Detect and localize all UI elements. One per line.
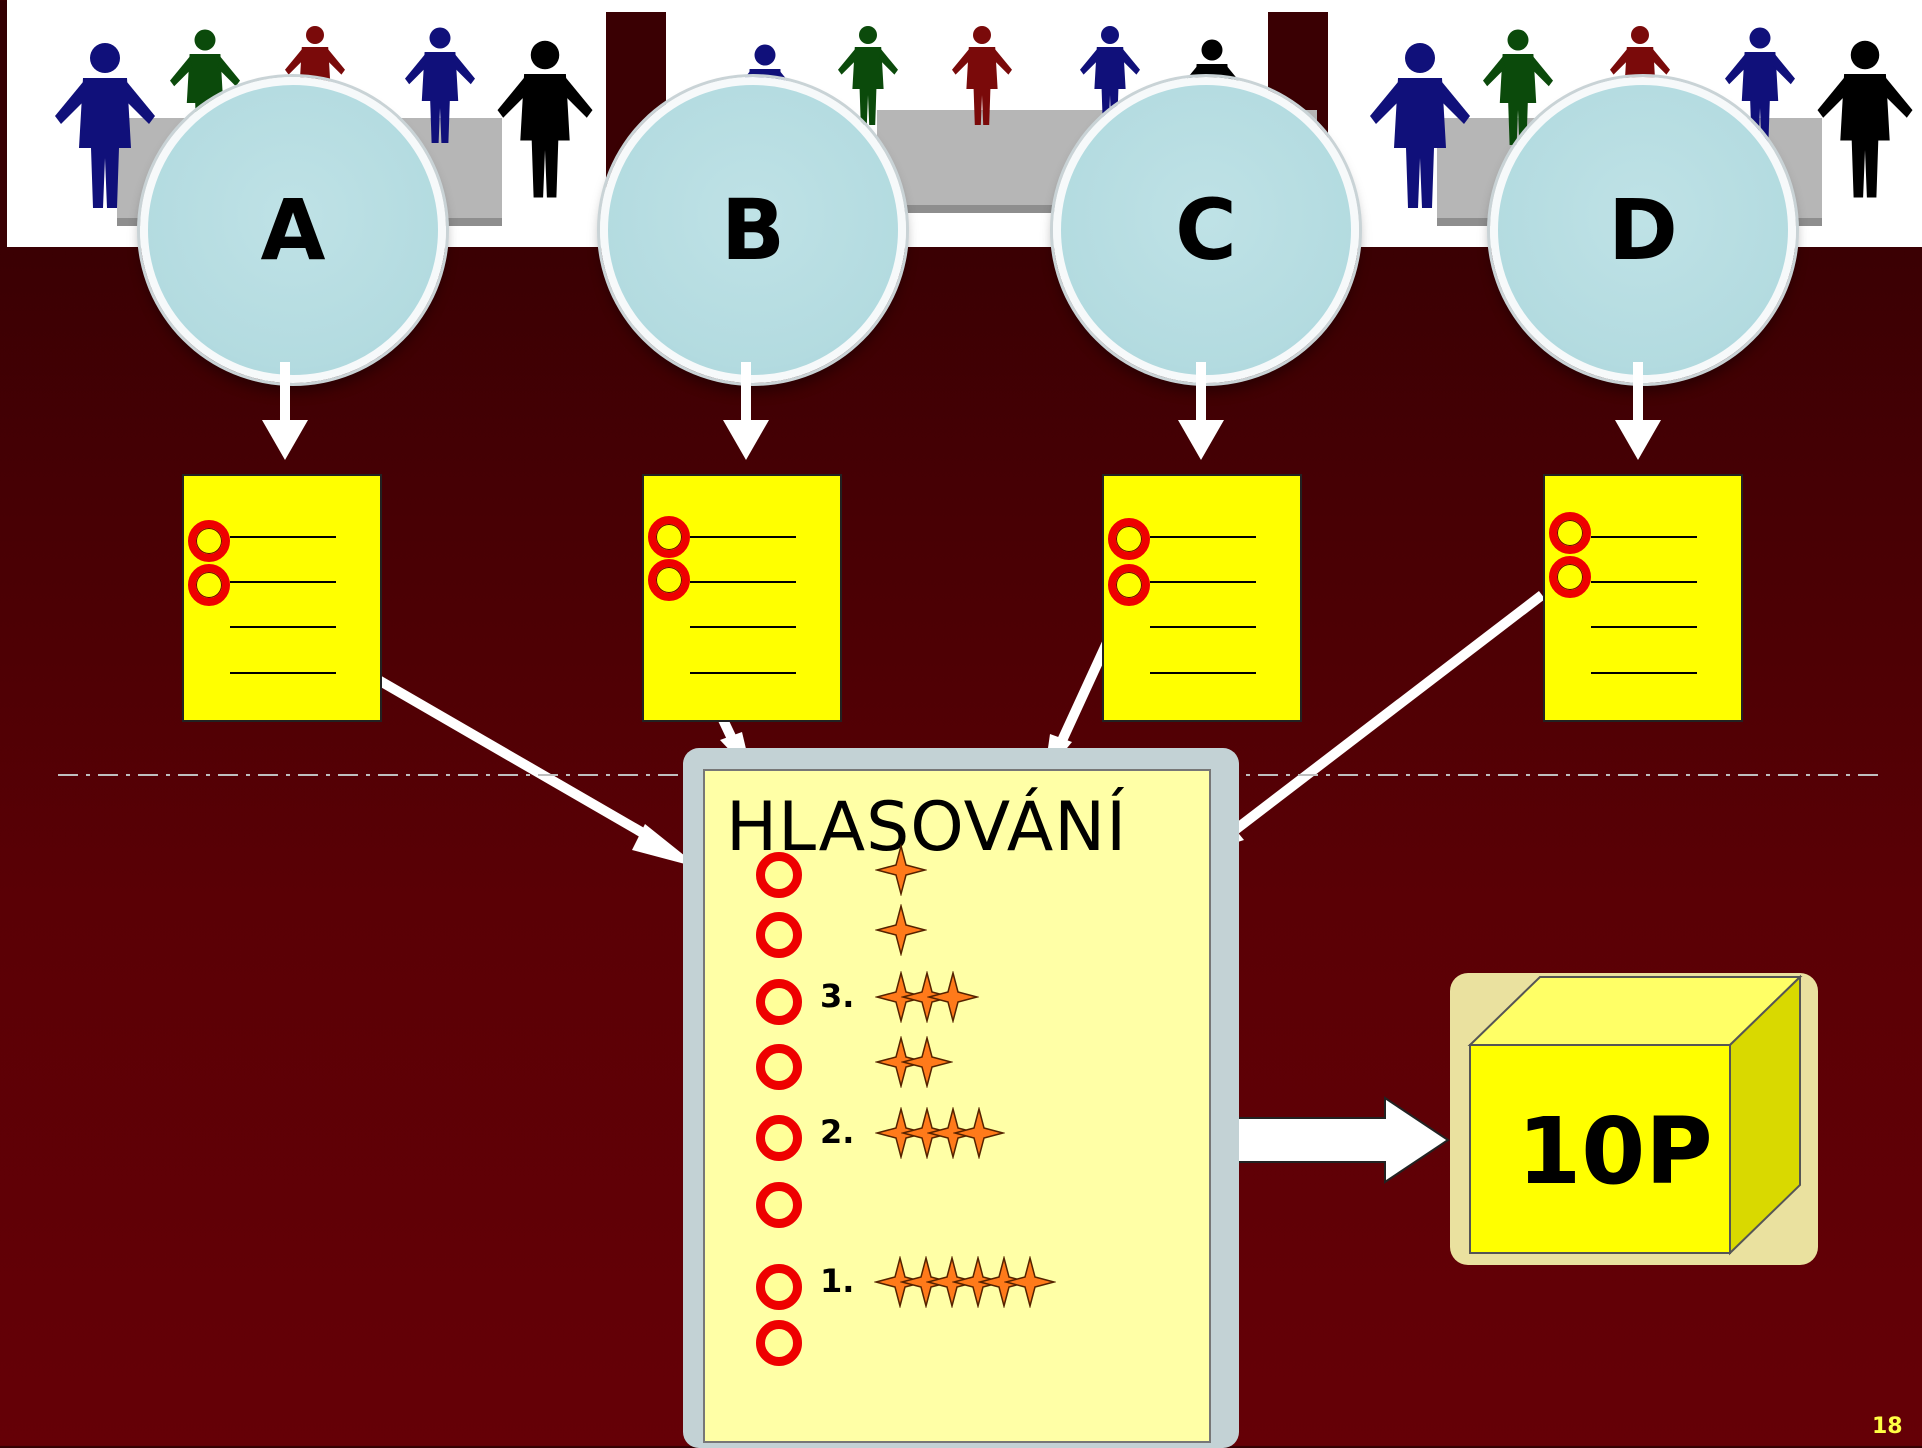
participant-circle-a: A [140, 77, 446, 383]
proposal-sheet-a [182, 474, 382, 722]
four-point-star-icon [901, 1036, 953, 1088]
bullet-ring-icon [756, 1182, 802, 1228]
rank-label: 2. [820, 1113, 855, 1151]
bullet-ring-icon [756, 1264, 802, 1310]
participant-label: B [720, 181, 786, 279]
bullet-ring-icon [756, 852, 802, 898]
participant-label: C [1175, 181, 1237, 279]
four-point-star-icon [875, 844, 927, 896]
ballot-title: HLASOVÁNÍ [726, 788, 1128, 867]
participant-label: A [260, 181, 326, 279]
participant-label: D [1608, 181, 1678, 279]
bullet-ring-icon [756, 1320, 802, 1366]
bullet-ring-icon [648, 559, 690, 601]
slide-number: 18 [1872, 1414, 1903, 1439]
proposal-sheet-b [642, 474, 842, 722]
four-point-star-icon [1004, 1256, 1056, 1308]
participant-circle-b: B [600, 77, 906, 383]
proposal-sheet-c [1102, 474, 1302, 722]
bullet-ring-icon [1549, 512, 1591, 554]
rank-label: 3. [820, 977, 855, 1015]
proposal-sheet-d [1543, 474, 1743, 722]
bullet-ring-icon [188, 520, 230, 562]
four-point-star-icon [953, 1107, 1005, 1159]
bullet-ring-icon [188, 564, 230, 606]
four-point-star-icon [927, 971, 979, 1023]
rank-label: 1. [820, 1262, 855, 1300]
bullet-ring-icon [756, 912, 802, 958]
bullet-ring-icon [1108, 564, 1150, 606]
bullet-ring-icon [648, 516, 690, 558]
3d-box-icon [1450, 973, 1818, 1265]
bullet-ring-icon [756, 979, 802, 1025]
participant-circle-c: C [1053, 77, 1359, 383]
four-point-star-icon [875, 904, 927, 956]
bullet-ring-icon [1549, 556, 1591, 598]
bullet-ring-icon [1108, 518, 1150, 560]
result-box-label: 10P [1517, 1098, 1713, 1205]
bullet-ring-icon [756, 1044, 802, 1090]
bullet-ring-icon [756, 1115, 802, 1161]
